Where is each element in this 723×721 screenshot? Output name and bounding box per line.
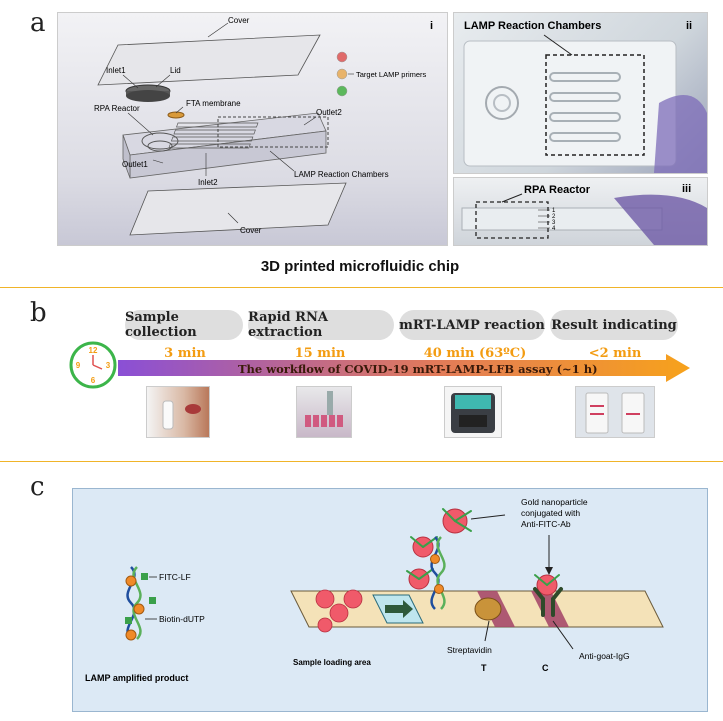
flow-arrow (385, 600, 413, 618)
photo-lateral-flow-result (575, 386, 655, 438)
panel-b-letter: b (30, 298, 47, 328)
label-biotin: Biotin-dUTP (159, 614, 205, 624)
step-pill-3: mRT-LAMP reaction (399, 310, 545, 340)
panel-a-caption: 3D printed microfluidic chip (260, 258, 460, 275)
photo-thermocycler (444, 386, 502, 438)
lfb-diagram: FITC-LF Biotin-dUTP LAMP amplified produ… (85, 497, 664, 683)
label-cover-top: Cover (228, 16, 250, 25)
bottom-cover (129, 182, 347, 236)
step-time-1: 3 min (164, 346, 206, 361)
separator-1 (0, 287, 723, 288)
panel-a-letter: a (30, 8, 46, 38)
label-c: C (542, 663, 549, 673)
photo-iii-number-2: 2 (552, 214, 556, 220)
label-cover-bottom: Cover (240, 226, 262, 235)
anti-goat-igg (533, 587, 563, 617)
label-gold-2: conjugated with (521, 508, 580, 518)
photo-ii-label: LAMP Reaction Chambers (464, 20, 601, 32)
sub-label-iii: iii (682, 183, 691, 195)
sub-label-i: i (430, 20, 433, 32)
control-line (531, 591, 569, 627)
photo-chip-top-view: LAMP Reaction Chambers ii (453, 12, 708, 174)
arrow-text: The workflow of COVID-19 mRT-LAMP-LFB as… (238, 362, 598, 376)
label-t: T (481, 663, 487, 673)
label-gold-1: Gold nanoparticle (521, 497, 588, 507)
step-time-2: 15 min (294, 346, 346, 361)
step-pill-2: Rapid RNA extraction (248, 310, 394, 340)
label-lamp-product: LAMP amplified product (85, 673, 188, 683)
primer-dot-red (336, 51, 348, 63)
label-outlet1: Outlet1 (122, 160, 148, 169)
label-gold-3: Anti-FITC-Ab (521, 519, 571, 529)
primer-dot-green (336, 85, 348, 97)
photo-iii-number-3: 3 (552, 220, 556, 226)
photo-rna-extraction (296, 386, 352, 438)
chip-side-view: RPA Reactor 1 2 3 4 iii (461, 183, 707, 245)
separator-2 (0, 461, 723, 462)
sub-label-ii: ii (686, 20, 692, 32)
primer-dot-orange (336, 68, 348, 80)
clock-icon: 12 3 6 9 (69, 341, 117, 389)
chip-top-view: LAMP Reaction Chambers ii (463, 20, 707, 173)
step-pill-1: Sample collection (125, 310, 243, 340)
label-inlet2: Inlet2 (198, 178, 218, 187)
label-primers: Target LAMP primers (356, 70, 427, 79)
label-anti-goat: Anti-goat-IgG (579, 651, 630, 661)
photo-chip-side-view: RPA Reactor 1 2 3 4 iii (453, 177, 708, 246)
label-inlet1: Inlet1 (106, 66, 126, 75)
photo-iii-number-4: 4 (552, 226, 556, 232)
clock-num-6: 6 (91, 376, 96, 385)
label-streptavidin: Streptavidin (447, 645, 492, 655)
photo-iii-number-1: 1 (552, 208, 556, 214)
label-lamp-chambers: LAMP Reaction Chambers (294, 170, 389, 179)
workflow-arrow: The workflow of COVID-19 mRT-LAMP-LFB as… (118, 354, 690, 382)
label-outlet2: Outlet2 (316, 108, 342, 117)
label-sample-area: Sample loading area (293, 658, 371, 667)
step-time-4: <2 min (588, 346, 642, 361)
label-fitc: FITC-LF (159, 572, 191, 582)
label-fta: FTA membrane (186, 99, 241, 108)
top-cover (97, 34, 321, 86)
clock-num-3: 3 (106, 361, 111, 370)
step-pill-4: Result indicating (550, 310, 678, 340)
photo-sample-collection (146, 386, 210, 438)
panel-a-render: Cover Inlet1 Lid FTA membrane RPA Reacto… (57, 12, 448, 246)
photo-iii-label: RPA Reactor (524, 184, 591, 196)
lamp-product-dna (125, 566, 157, 641)
step-time-3: 40 min (63ºC) (423, 346, 527, 361)
fta-membrane (167, 111, 185, 119)
panel-c-letter: c (30, 472, 45, 502)
clock-num-12: 12 (89, 346, 98, 355)
clock-num-9: 9 (76, 361, 81, 370)
chip-exploded-diagram: Cover Inlet1 Lid FTA membrane RPA Reacto… (94, 16, 433, 236)
panel-c-box: FITC-LF Biotin-dUTP LAMP amplified produ… (72, 488, 708, 712)
streptavidin-blob (474, 597, 502, 621)
label-rpa: RPA Reactor (94, 104, 140, 113)
label-lid: Lid (170, 66, 181, 75)
